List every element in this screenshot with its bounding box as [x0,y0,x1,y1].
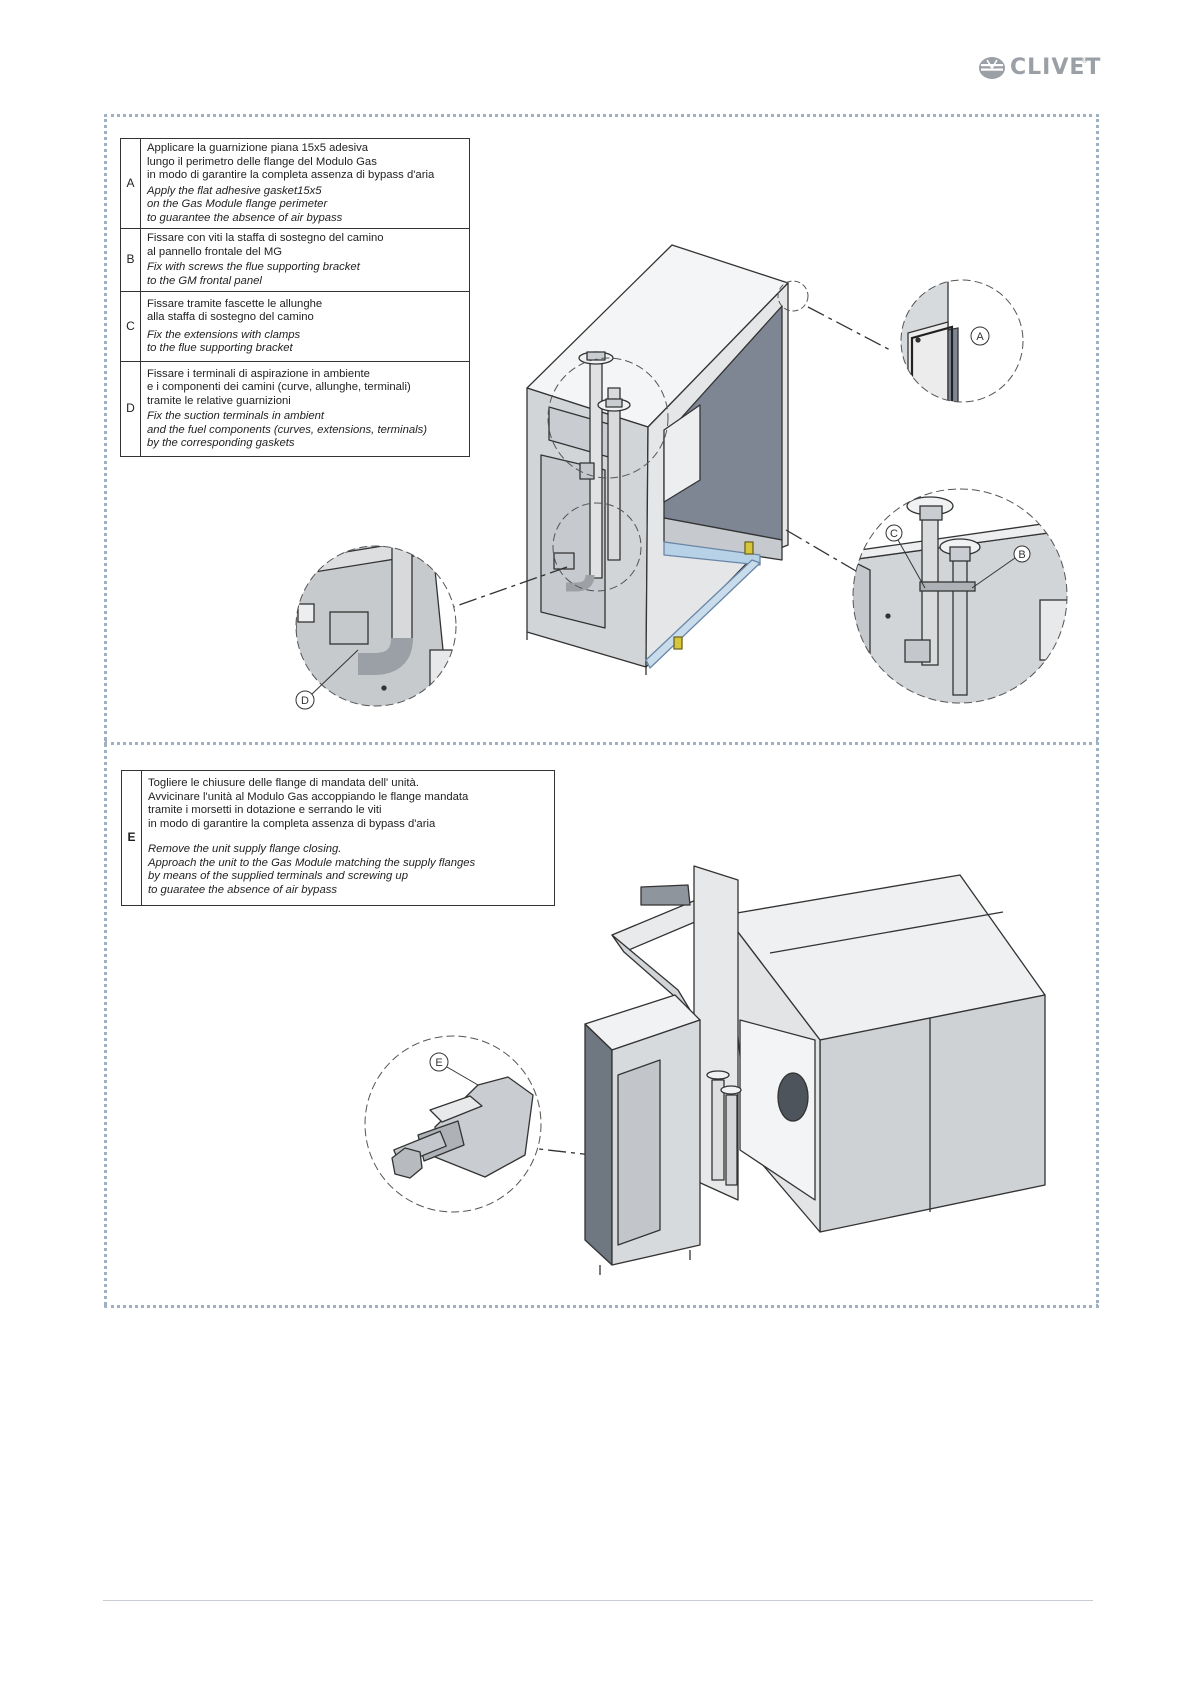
step-text: Fissare i terminali di aspirazione in am… [140,361,470,457]
it-line: e i componenti dei camini (curve, allung… [147,381,411,393]
en-line: Remove the unit supply flange closing. [148,843,342,855]
step-text: Fissare con viti la staffa di sostegno d… [140,228,470,292]
it-line: tramite i morsetti in dotazione e serran… [148,804,382,816]
it-line: Fissare con viti la staffa di sostegno d… [147,232,384,244]
it-line: Fissare tramite fascette le allunghe [147,297,323,310]
callout-e-label: E [435,1057,442,1069]
en-line: Fix the suction terminals in ambient [147,410,325,422]
detail-bc: C B [852,488,1068,704]
detail-circle-a [777,280,809,312]
en-line: Fix with screws the flue supporting brac… [147,261,360,273]
it-line: in modo di garantire la completa assenza… [148,817,436,830]
it-line: Avvicinare l'unità al Modulo Gas accoppi… [148,790,469,803]
it-line: Fissare i terminali di aspirazione in am… [147,367,370,380]
step-row-b: B Fissare con viti la staffa di sostegno… [120,228,470,292]
bottom-section-frame [104,739,1099,1308]
clivet-logo: CLIVET ® [978,54,1102,84]
en-line: on the Gas Module flange perimeter [147,198,328,210]
step-row-c: C Fissare tramite fascette le allunghe a… [120,291,470,362]
instructions-table-top: A Applicare la guarnizione piana 15x5 ad… [120,138,470,457]
callout-c-label: C [890,528,898,540]
step-letter: D [120,361,141,457]
callout-d-label: D [301,695,309,707]
detail-circle-d [552,502,642,592]
step-row-a: A Applicare la guarnizione piana 15x5 ad… [120,138,470,229]
gas-module-drawing [526,244,789,675]
it-line: tramite le relative guarnizioni [147,394,291,407]
clivet-logo-mark-icon [979,57,1005,79]
detail-a: A [900,279,1024,403]
instructions-table-bottom: E Togliere le chiusure delle flange di m… [121,770,555,906]
step-row-e: E Togliere le chiusure delle flange di m… [121,770,555,906]
it-line: lungo il perimetro delle flange del Modu… [147,155,377,168]
en-line: by the corresponding gaskets [147,437,295,449]
it-line: al pannello frontale del MG [147,245,283,258]
en-line: to guaratee the absence of air bypass [148,883,338,896]
en-line: to the flue supporting bracket [147,342,293,354]
top-section-frame [104,114,1099,745]
en-line: to guarantee the absence of air bypass [147,211,343,224]
en-line: and the fuel components (curves, extensi… [147,423,428,436]
step-text: Togliere le chiusure delle flange di man… [141,770,555,906]
callout-b-label: B [1018,549,1025,561]
en-line: Fix the extensions with clamps [147,328,301,341]
it-line: in modo di garantire la completa assenza… [147,169,435,181]
step-text: Fissare tramite fascette le allunghe all… [140,291,470,362]
detail-d: D [295,545,457,710]
en-line: Approach the unit to the Gas Module matc… [148,856,476,869]
assembly-drawing [584,865,1046,1275]
it-line: alla staffa di sostegno del camino [147,311,314,323]
en-line: to the GM frontal panel [147,274,262,287]
step-row-d: D Fissare i terminali di aspirazione in … [120,361,470,457]
it-line: Applicare la guarnizione piana 15x5 ades… [147,142,369,154]
brand-name: CLIVET [1010,55,1102,80]
callout-a-label: A [976,331,984,343]
en-line: by means of the supplied terminals and s… [148,870,408,882]
detail-circle-c [547,357,669,479]
en-line: Apply the flat adhesive gasket15x5 [147,184,322,197]
step-text: Applicare la guarnizione piana 15x5 ades… [140,138,470,229]
detail-e: E [364,1035,542,1213]
footer-divider [103,1600,1093,1601]
brand-trademark: ® [1082,58,1088,65]
it-line: Togliere le chiusure delle flange di man… [148,777,419,789]
